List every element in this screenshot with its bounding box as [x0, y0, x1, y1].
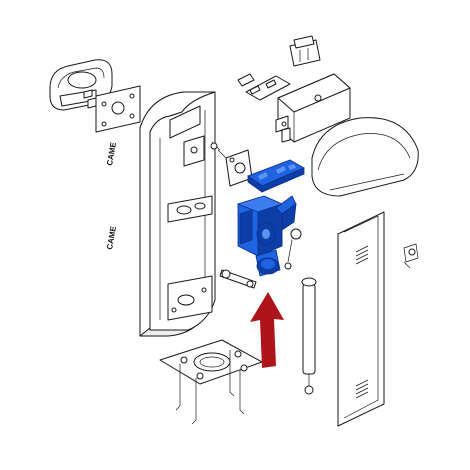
arrow-up-icon: [250, 292, 284, 368]
foundation-plate[interactable]: [159, 339, 263, 425]
top-cover[interactable]: [311, 117, 419, 197]
gearmotor[interactable]: [236, 195, 297, 277]
access-door[interactable]: [337, 211, 385, 427]
mounting-plate[interactable]: [83, 85, 141, 133]
barrier-cabinet[interactable]: CAME CAME: [105, 91, 216, 337]
release-pin[interactable]: [284, 228, 302, 270]
limit-switch-board[interactable]: [247, 159, 305, 193]
balancing-spring[interactable]: [301, 277, 317, 395]
encoder-plate[interactable]: [210, 141, 253, 187]
door-lock-clip[interactable]: [403, 243, 419, 269]
brand-logo: CAME: [105, 141, 118, 166]
brand-logo: CAME: [105, 225, 118, 250]
anchor-bolt[interactable]: [219, 269, 257, 289]
control-board[interactable]: [237, 73, 291, 101]
control-box[interactable]: [275, 73, 351, 143]
transformer[interactable]: [289, 35, 321, 67]
